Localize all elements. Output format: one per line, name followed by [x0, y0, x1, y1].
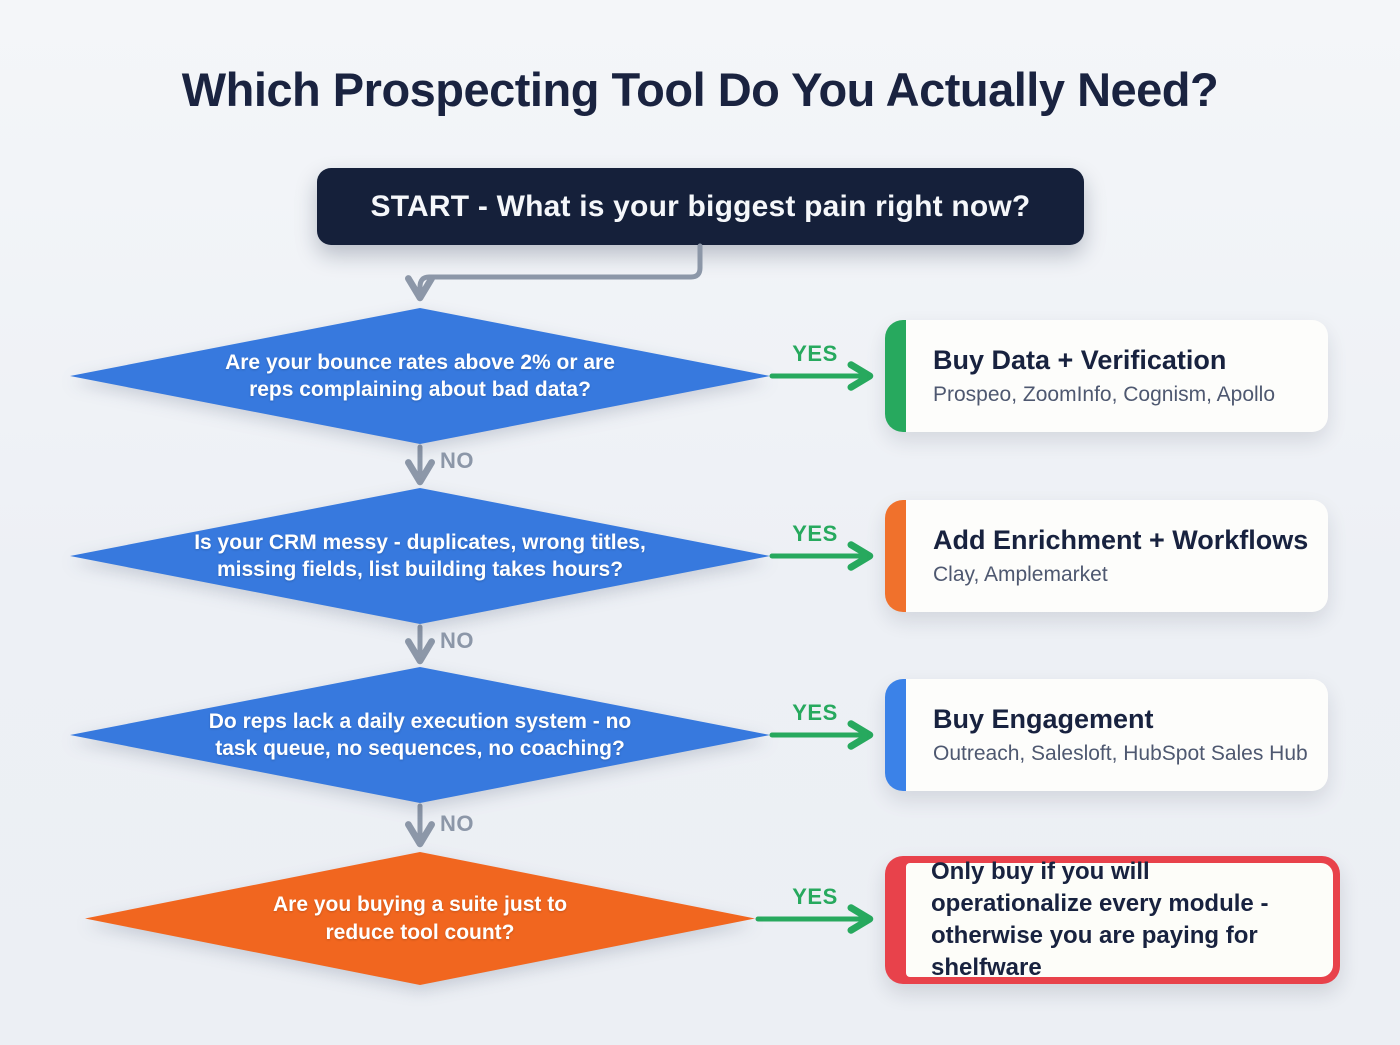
card-subtitle: Outreach, Salesloft, HubSpot Sales Hub — [933, 742, 1308, 765]
decision-question: Do reps lack a daily execution system - … — [208, 709, 632, 760]
result-card-data-verification: Buy Data + Verification Prospeo, ZoomInf… — [885, 320, 1328, 432]
decision-diamond-execution-system: Do reps lack a daily execution system - … — [70, 667, 770, 803]
diamond-shape: Is your CRM messy - duplicates, wrong ti… — [70, 488, 770, 624]
decision-question: Is your CRM messy - duplicates, wrong ti… — [194, 530, 646, 581]
diamond-shape: Are your bounce rates above 2% or are re… — [70, 308, 770, 444]
card-body: Add Enrichment + Workflows Clay, Amplema… — [906, 500, 1328, 612]
decision-diamond-crm-messy: Is your CRM messy - duplicates, wrong ti… — [70, 488, 770, 624]
card-body: Only buy if you will operationalize ever… — [906, 858, 1333, 981]
card-subtitle: Prospeo, ZoomInfo, Cognism, Apollo — [933, 383, 1276, 406]
card-title: Only buy if you will operationalize ever… — [931, 858, 1269, 981]
connector-start-to-q1 — [405, 243, 703, 302]
decision-diamond-bounce-rates: Are your bounce rates above 2% or are re… — [70, 308, 770, 444]
diamond-shape: Do reps lack a daily execution system - … — [70, 667, 770, 803]
no-label: NO — [440, 628, 474, 653]
no-label: NO — [440, 811, 474, 836]
card-accent-bar — [885, 679, 906, 791]
decision-question: Are your bounce rates above 2% or are re… — [225, 350, 615, 401]
result-card-warning-shelfware: Only buy if you will operationalize ever… — [885, 856, 1340, 984]
start-node: START - What is your biggest pain right … — [317, 168, 1084, 245]
start-node-label: START - What is your biggest pain right … — [370, 189, 1031, 223]
card-body: Buy Data + Verification Prospeo, ZoomInf… — [906, 320, 1328, 432]
no-label: NO — [440, 448, 474, 473]
yes-label: YES — [792, 884, 838, 909]
card-title: Add Enrichment + Workflows — [933, 525, 1309, 555]
result-card-engagement: Buy Engagement Outreach, Salesloft, HubS… — [885, 679, 1328, 791]
yes-label: YES — [792, 341, 838, 366]
card-title: Buy Engagement — [933, 704, 1154, 734]
card-body: Buy Engagement Outreach, Salesloft, HubS… — [906, 679, 1328, 791]
decision-question: Are you buying a suite just to reduce to… — [272, 893, 568, 944]
yes-label: YES — [792, 521, 838, 546]
yes-label: YES — [792, 700, 838, 725]
card-title: Buy Data + Verification — [933, 345, 1227, 375]
card-subtitle: Clay, Amplemarket — [933, 563, 1108, 586]
card-accent-bar — [885, 500, 906, 612]
diamond-shape: Are you buying a suite just to reduce to… — [85, 852, 755, 985]
card-accent-bar — [885, 320, 906, 432]
decision-diamond-suite-tool-count: Are you buying a suite just to reduce to… — [85, 852, 755, 985]
page-title: Which Prospecting Tool Do You Actually N… — [181, 63, 1219, 116]
result-card-enrichment-workflows: Add Enrichment + Workflows Clay, Amplema… — [885, 500, 1328, 612]
